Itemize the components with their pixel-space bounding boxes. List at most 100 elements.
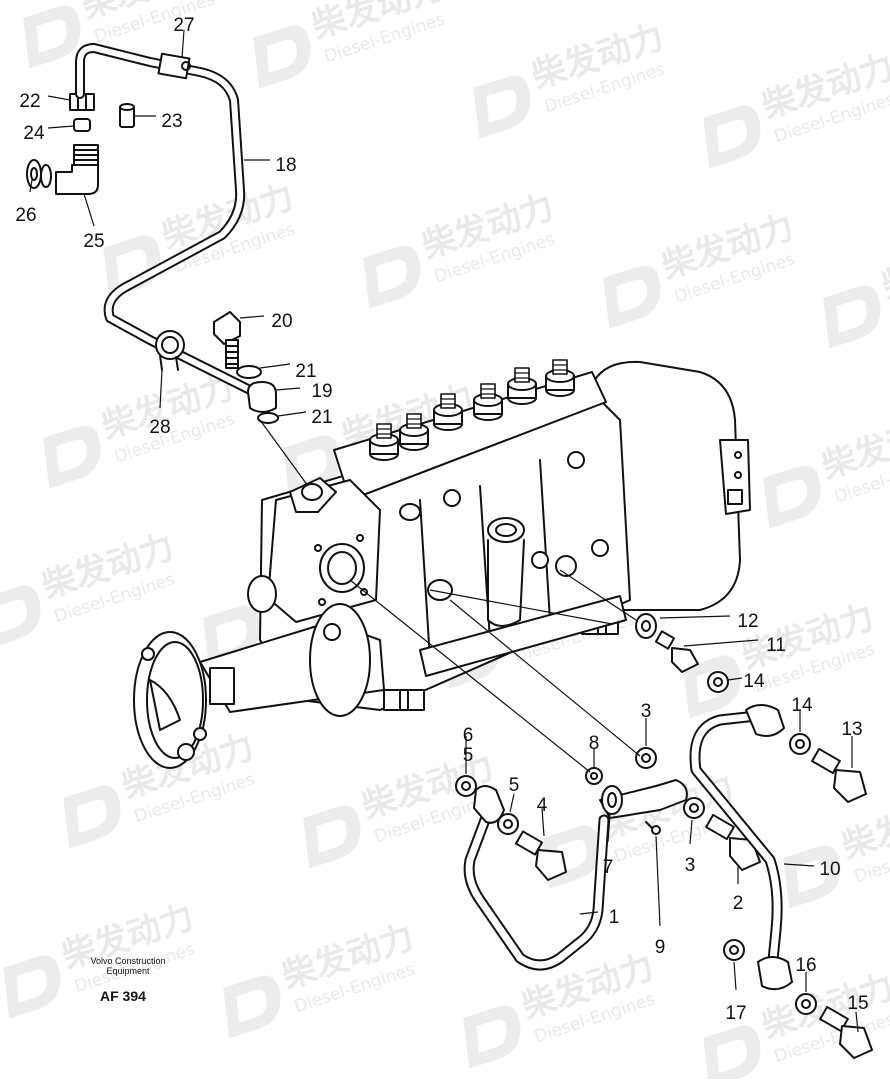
fuel-pipe-10 bbox=[689, 704, 793, 991]
fuel-pipe-1 bbox=[463, 779, 688, 971]
banjo-bolt-13 bbox=[811, 747, 867, 803]
banjo-bolt-2 bbox=[705, 813, 761, 871]
delivery-valve-holder bbox=[433, 393, 463, 431]
callout-6: 6 bbox=[463, 725, 474, 746]
callout-16: 16 bbox=[795, 955, 816, 976]
title-block: Volvo Construction Equipment AF 394 bbox=[80, 956, 176, 1004]
washer-12 bbox=[635, 613, 657, 639]
callout-27: 27 bbox=[173, 15, 194, 36]
watermark-logo-icon bbox=[763, 465, 821, 529]
watermark-logo-icon bbox=[0, 585, 41, 649]
watermark-logo-icon bbox=[103, 235, 161, 299]
washer-16 bbox=[795, 993, 817, 1015]
watermark-logo-icon bbox=[363, 245, 421, 309]
callout-12: 12 bbox=[737, 611, 758, 632]
watermark-logo-icon bbox=[303, 805, 361, 869]
nipple-11 bbox=[654, 630, 699, 673]
callout-3: 3 bbox=[641, 701, 652, 722]
callout-3: 3 bbox=[685, 855, 696, 876]
washer-5-right bbox=[497, 813, 519, 835]
callout-21: 21 bbox=[295, 361, 316, 382]
callout-19: 19 bbox=[311, 381, 332, 402]
watermark-logo-icon bbox=[23, 5, 81, 69]
delivery-valve-holders bbox=[369, 359, 575, 461]
washer-3-upper bbox=[635, 747, 657, 769]
watermark-cn: 柴发动力 bbox=[877, 227, 890, 307]
banjo-bolt-4 bbox=[514, 830, 567, 881]
watermark-logo-icon bbox=[473, 75, 531, 139]
callout-8: 8 bbox=[589, 733, 600, 754]
banjo-bolt-15 bbox=[819, 1005, 873, 1059]
delivery-valve-holder bbox=[399, 413, 429, 451]
watermark-logo-icon bbox=[703, 1025, 761, 1084]
injection-pump-body bbox=[247, 360, 751, 711]
drawing-code: AF 394 bbox=[100, 988, 146, 1004]
washer-21-lower bbox=[257, 412, 279, 424]
watermark-logo-icon bbox=[683, 655, 741, 719]
delivery-valve-holder bbox=[545, 359, 575, 397]
watermark-logo-icon bbox=[703, 105, 761, 169]
washer-17 bbox=[723, 939, 745, 961]
watermark-logo-icon bbox=[253, 25, 311, 89]
callout-9: 9 bbox=[655, 937, 666, 958]
drive-coupling bbox=[133, 603, 385, 769]
banjo-fitting-19 bbox=[247, 381, 277, 413]
delivery-valve-holder bbox=[507, 367, 537, 405]
delivery-valve-holder bbox=[369, 423, 399, 461]
delivery-valve-holder bbox=[473, 383, 503, 421]
callout-23: 23 bbox=[161, 111, 182, 132]
callout-2: 2 bbox=[733, 893, 744, 914]
elbow-banjo-25 bbox=[55, 144, 99, 195]
callout-18: 18 bbox=[275, 155, 296, 176]
callout-4: 4 bbox=[537, 795, 548, 816]
callout-28: 28 bbox=[149, 417, 170, 438]
sleeve-24 bbox=[73, 118, 91, 132]
washer-26 bbox=[26, 159, 52, 189]
company-name: Volvo Construction Equipment bbox=[90, 956, 166, 976]
plug-23 bbox=[119, 103, 135, 128]
washer-5-left bbox=[455, 775, 477, 797]
callout-21: 21 bbox=[311, 407, 332, 428]
callout-5: 5 bbox=[463, 745, 474, 766]
clamp-7 bbox=[601, 785, 623, 815]
callout-10: 10 bbox=[819, 859, 840, 880]
callout-13: 13 bbox=[841, 719, 862, 740]
callout-25: 25 bbox=[83, 231, 104, 252]
fuel-pipe-18 bbox=[75, 43, 255, 395]
washer-14-lower bbox=[789, 733, 811, 755]
washer-3-lower bbox=[683, 797, 705, 819]
callout-5: 5 bbox=[509, 775, 520, 796]
callout-26: 26 bbox=[15, 205, 36, 226]
callout-14: 14 bbox=[791, 695, 813, 716]
screw-9 bbox=[645, 821, 661, 835]
callout-24: 24 bbox=[23, 123, 45, 144]
washer-21-upper bbox=[236, 365, 262, 379]
callout-14: 14 bbox=[743, 671, 765, 692]
watermark-logo-icon bbox=[783, 845, 841, 909]
washer-14-upper bbox=[707, 671, 729, 693]
watermark-logo-icon bbox=[223, 975, 281, 1039]
watermark-logo-icon bbox=[43, 425, 101, 489]
watermark-logo-icon bbox=[63, 785, 121, 849]
watermark-logo-icon bbox=[3, 955, 61, 1019]
callout-labels: 2722232418262520211921281211143814136554… bbox=[15, 15, 868, 1024]
callout-20: 20 bbox=[271, 311, 292, 332]
watermark-logo-icon bbox=[463, 1005, 521, 1069]
watermark-logo-icon bbox=[823, 285, 881, 349]
callout-17: 17 bbox=[725, 1003, 746, 1024]
callout-22: 22 bbox=[19, 91, 40, 112]
